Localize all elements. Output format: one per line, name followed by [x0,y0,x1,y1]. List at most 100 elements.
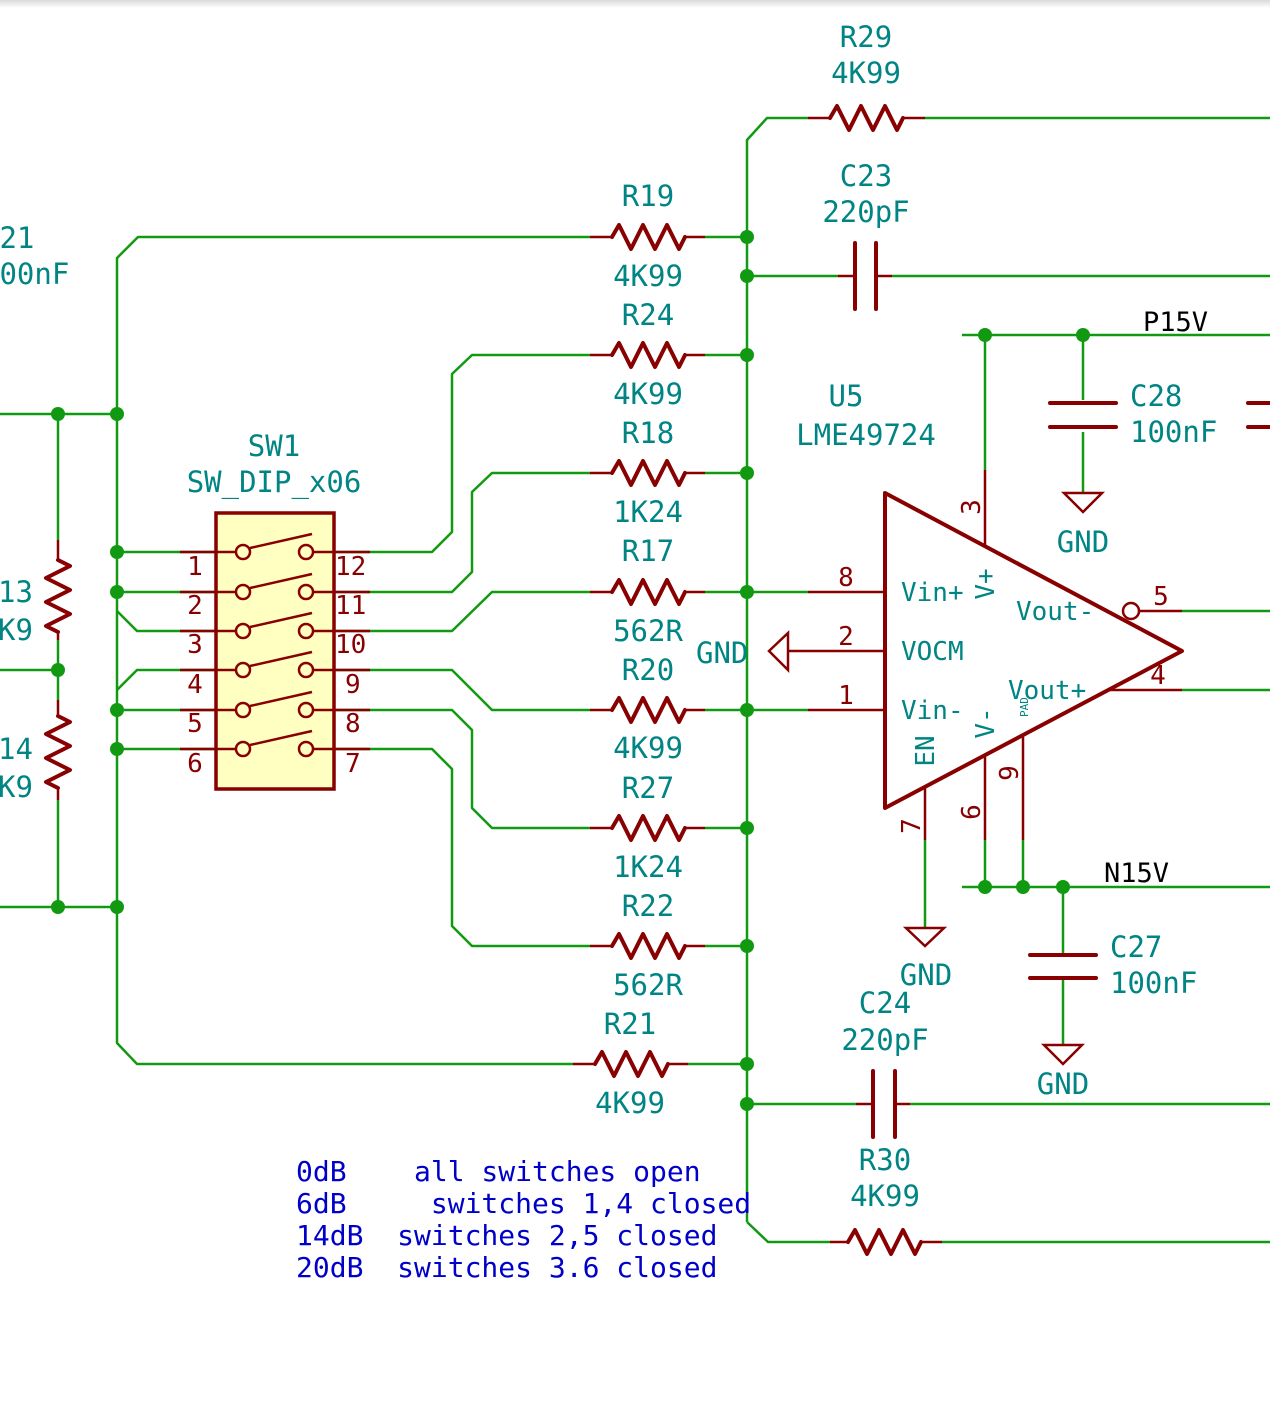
capacitor-c24[interactable]: C24 220pF [841,986,929,1139]
sw1-body [214,511,336,791]
resistor-r19[interactable]: R19 4K99 [590,179,705,293]
u5-pin-name-vocm: VOCM [901,637,964,667]
gnd-symbol-c28: GND [1057,491,1109,559]
sw1-pin-9: 9 [345,670,361,700]
u5-pin-1: 1 [838,681,854,711]
r19-ref: R19 [622,179,674,213]
r14-ref: 14 [0,732,33,766]
capacitor-c21-label: C21 100nF [0,221,69,291]
c24-ref: C24 [859,986,911,1020]
resistor-r30[interactable]: R30 4K99 [830,1143,942,1256]
resistor-r14[interactable]: 14 K9 [0,700,72,804]
top-shadow [0,0,1270,8]
r18-ref: R18 [622,416,674,450]
sw1-pin-3: 3 [187,630,203,660]
c24-value: 220pF [841,1023,928,1057]
r14-value: K9 [0,770,33,804]
capacitor-c28[interactable]: C28 100nF [1048,379,1217,449]
sw1-pin-6: 6 [187,749,203,779]
capacitor-c23[interactable]: C23 220pF [822,159,910,311]
sw1-pin-8: 8 [345,709,361,739]
r22-ref: R22 [622,889,674,923]
u5-pin-4: 4 [1150,661,1166,691]
r24-ref: R24 [622,298,674,332]
gnd-symbol-c27: GND [1037,1043,1089,1101]
r30-ref: R30 [859,1143,911,1177]
sw1-pin-12: 12 [335,552,366,582]
c23-value: 220pF [822,195,909,229]
sw1-pin-10: 10 [335,630,366,660]
r29-ref: R29 [840,20,892,54]
gnd-label-en: GND [900,958,952,992]
c28-value: 100nF [1130,415,1217,449]
r21-ref: R21 [604,1007,656,1041]
r29-value: 4K99 [831,56,901,90]
resistor-r18[interactable]: R18 1K24 [590,416,705,529]
u5-pin-name-pad: PAD [1018,697,1031,717]
sw1-pin-4: 4 [187,670,203,700]
resistor-r21[interactable]: R21 4K99 [573,1007,688,1120]
resistor-r24[interactable]: R24 4K99 [590,298,705,411]
wires [0,116,1270,1244]
resistor-r29[interactable]: R29 4K99 [808,20,925,132]
r18-value: 1K24 [613,495,683,529]
c23-ref: C23 [840,159,892,193]
r20-value: 4K99 [613,731,683,765]
resistor-r17[interactable]: R17 562R [590,534,705,648]
resistor-r27[interactable]: R27 1K24 [590,771,705,884]
note-line-6db: 6dB switches 1,4 closed [296,1187,751,1220]
u5-pin-name-vout-minus: Vout- [1016,597,1094,627]
sw1-ref: SW1 [248,429,300,463]
gnd-label-c27: GND [1037,1067,1089,1101]
sw1-pin-2: 2 [187,591,203,621]
r27-ref: R27 [622,771,674,805]
u5-pin-name-vminus: V- [971,707,1001,738]
sw1-pin-5: 5 [187,709,203,739]
net-label-n15v: N15V [1104,858,1169,889]
u5-pin-name-vin-minus: Vin- [901,696,964,726]
r24-value: 4K99 [613,377,683,411]
resistor-r13[interactable]: 13 K9 [0,540,72,647]
u5-pin-name-vin-plus: Vin+ [901,578,964,608]
r22-value: 562R [613,968,683,1002]
r13-value: K9 [0,613,33,647]
u5-pin-name-vplus: V+ [971,568,1001,599]
r17-value: 562R [613,614,683,648]
c27-ref: C27 [1110,930,1162,964]
u5-ref: U5 [829,379,864,413]
dip-switch-sw1[interactable]: SW1 SW_DIP_x06 1 2 3 4 5 6 12 11 10 9 8 … [180,429,370,791]
gnd-label-vocm: GND [696,636,748,670]
note-line-0db: 0dB all switches open [296,1155,701,1188]
resistor-r20[interactable]: R20 4K99 [590,653,705,765]
gain-notes: 0dB all switches open 6dB switches 1,4 c… [296,1155,751,1284]
sw1-pin-leads [180,550,370,751]
gnd-symbol-vocm: GND [696,630,790,674]
r20-ref: R20 [622,653,674,687]
junctions [51,230,1090,1111]
sw1-pin-11: 11 [335,591,366,621]
u5-pin-name-vout-plus: Vout+ [1008,676,1086,706]
net-label-p15v: P15V [1143,307,1208,338]
u5-pin-9: 9 [995,765,1025,781]
r19-value: 4K99 [613,259,683,293]
u5-pin-8: 8 [838,563,854,593]
note-line-20db: 20dB switches 3.6 closed [296,1251,717,1284]
u5-pin-6: 6 [957,804,987,820]
sw1-pin-7: 7 [345,749,361,779]
c28-ref: C28 [1130,379,1182,413]
c21-ref: C21 [0,221,34,255]
r30-value: 4K99 [850,1179,920,1213]
r27-value: 1K24 [613,850,683,884]
resistor-r22[interactable]: R22 562R [590,889,705,1002]
sw1-value: SW_DIP_x06 [187,465,362,500]
sw1-pin-1: 1 [187,552,203,582]
capacitor-c27[interactable]: C27 100nF [1028,930,1197,1000]
gnd-label-c28: GND [1057,525,1109,559]
r21-value: 4K99 [595,1086,665,1120]
gnd-symbol-en: GND [900,926,952,992]
r17-ref: R17 [622,534,674,568]
note-line-14db: 14dB switches 2,5 closed [296,1219,717,1252]
opamp-u5[interactable]: U5 LME49724 8 2 1 5 4 3 6 9 7 Vin+ VOCM … [788,379,1184,840]
u5-value: LME49724 [796,418,936,452]
